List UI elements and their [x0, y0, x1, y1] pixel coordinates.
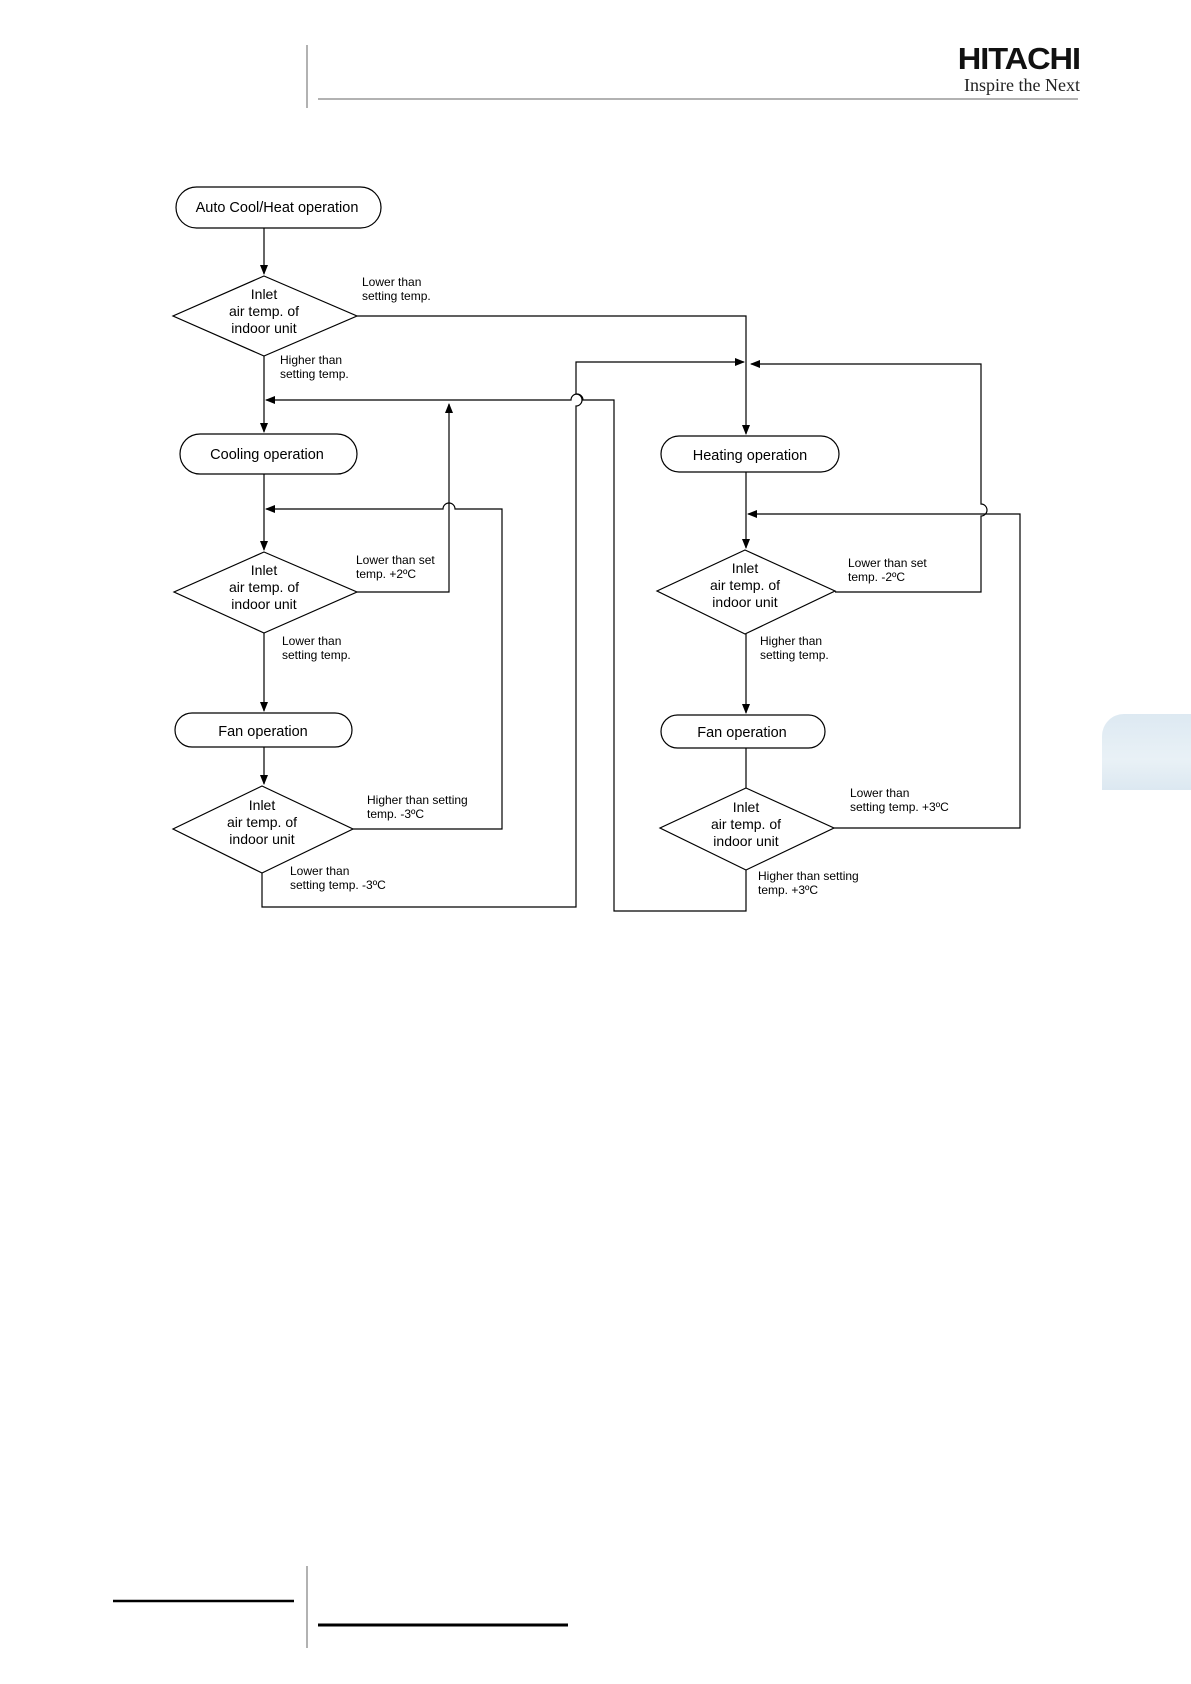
- edge-d2-to-cooling-loop: [357, 403, 453, 593]
- start-label: Auto Cool/Heat operation: [196, 200, 359, 216]
- start-node: [175, 186, 382, 229]
- brand-tagline: Inspire the Next: [964, 75, 1080, 95]
- edge-d4-to-heating-loop: [750, 360, 988, 593]
- decision-inlet-air-4: [655, 549, 837, 635]
- chapter-tab: [1102, 714, 1191, 790]
- edge-d3-to-heating: [261, 358, 745, 908]
- edge-d3-to-d2-loop: [265, 502, 503, 830]
- brand-name: HITACHI: [957, 41, 1081, 76]
- fan-node-right: [660, 714, 826, 749]
- edge-d5-to-d4-loop: [747, 510, 1021, 829]
- heating-node: [660, 435, 840, 473]
- fan-label-left: Fan operation: [218, 724, 307, 740]
- fan-label-right: Fan operation: [697, 725, 786, 741]
- hitachi-logo: HITACHI Inspire the Next: [920, 43, 1081, 96]
- cooling-label: Cooling operation: [210, 447, 324, 463]
- edge-d5-to-cooling: [613, 848, 747, 912]
- cooling-node: [179, 433, 358, 475]
- heating-label: Heating operation: [693, 448, 807, 464]
- edge-d1-to-heating: [357, 315, 750, 435]
